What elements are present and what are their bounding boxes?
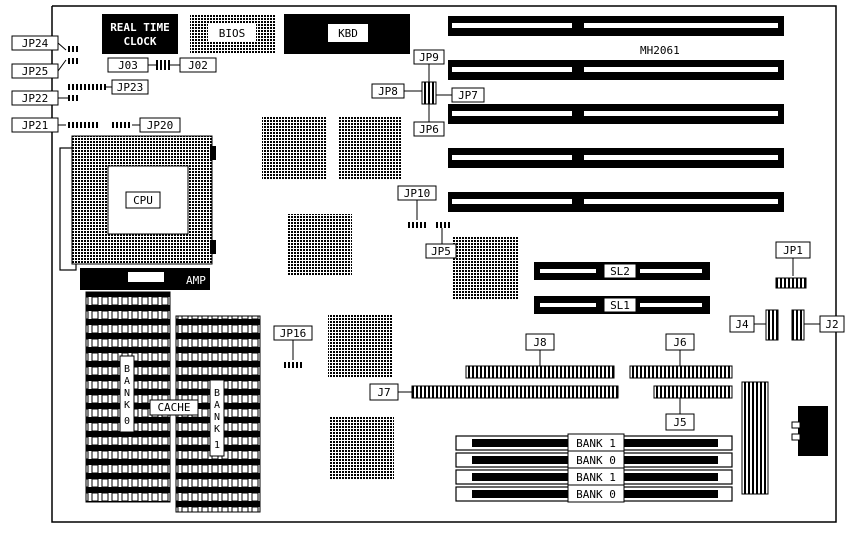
svg-text:JP7: JP7 [458, 89, 478, 102]
connector-j8: J8 [465, 333, 615, 379]
svg-text:A: A [214, 400, 220, 411]
svg-text:JP1: JP1 [783, 244, 803, 257]
svg-text:JP20: JP20 [147, 119, 174, 132]
jumper-jp25: JP25 [11, 58, 80, 79]
svg-text:JP16: JP16 [280, 327, 307, 340]
svg-text:JP23: JP23 [117, 81, 144, 94]
connector-j6: J6 [629, 333, 733, 379]
socket-label: AMP [186, 274, 206, 287]
svg-text:N: N [214, 412, 220, 423]
svg-text:0: 0 [124, 416, 130, 427]
jumper-j03: J03 [107, 57, 170, 73]
svg-text:B: B [214, 388, 220, 399]
svg-text:K: K [214, 424, 220, 435]
cache-label: CACHE [149, 399, 199, 416]
simm-slot-2: BANK 0 [455, 450, 733, 469]
connector-j2: J2 [791, 309, 845, 341]
isa-slot-1 [448, 16, 784, 36]
isa-slot-4 [448, 148, 784, 168]
svg-text:J7: J7 [377, 386, 390, 399]
svg-text:J03: J03 [118, 59, 138, 72]
svg-text:1: 1 [214, 440, 220, 451]
svg-text:K: K [124, 400, 130, 411]
simm-banks: BANK 1 BANK 0 BANK 1 BANK 0 [455, 433, 733, 503]
svg-text:B: B [124, 364, 130, 375]
svg-text:JP22: JP22 [22, 92, 49, 105]
svg-text:JP5: JP5 [431, 245, 451, 258]
rtc-label-1: REAL TIME [110, 21, 170, 34]
jumper-jp1: JP1 [775, 241, 811, 289]
simm-slot-3: BANK 1 [455, 467, 733, 486]
svg-text:JP21: JP21 [22, 119, 49, 132]
svg-text:J02: J02 [188, 59, 208, 72]
jumper-jp10: JP10 [397, 185, 437, 228]
cpu-socket: CPU AMP [59, 135, 216, 290]
cpu-label: CPU [133, 194, 153, 207]
power-connector [741, 381, 828, 495]
kbd-label: KBD [338, 27, 358, 40]
chip-3 [288, 214, 352, 276]
kbd-chip: KBD [284, 14, 410, 54]
svg-text:BANK 1: BANK 1 [576, 437, 616, 450]
chip-1 [262, 116, 326, 180]
isa-slot-5 [448, 192, 784, 212]
svg-text:JP8: JP8 [378, 85, 398, 98]
connector-j4: J4 [729, 309, 779, 341]
jumper-jp5: JP5 [425, 222, 457, 259]
svg-text:N: N [124, 388, 130, 399]
svg-text:J4: J4 [735, 318, 749, 331]
svg-text:SL2: SL2 [610, 265, 630, 278]
isa-slot-2 [448, 60, 784, 80]
chip-2 [338, 116, 402, 180]
svg-text:A: A [124, 376, 130, 387]
svg-text:SL1: SL1 [610, 299, 630, 312]
svg-text:JP10: JP10 [404, 187, 431, 200]
bios-label: BIOS [219, 27, 246, 40]
jumper-jp22: JP22 [11, 90, 80, 106]
svg-text:BANK 0: BANK 0 [576, 454, 616, 467]
real-time-clock-chip: REAL TIME CLOCK [102, 14, 178, 54]
rtc-label-2: CLOCK [123, 35, 156, 48]
isa-slots [448, 16, 784, 212]
isa-slot-3 [448, 104, 784, 124]
chip-5 [328, 314, 392, 378]
svg-text:J5: J5 [673, 416, 686, 429]
svg-text:J8: J8 [533, 336, 546, 349]
svg-text:BANK 1: BANK 1 [576, 471, 616, 484]
svg-text:JP24: JP24 [22, 37, 49, 50]
jumper-jp16: JP16 [273, 325, 313, 368]
slot-sl2: SL2 [534, 262, 710, 280]
chip-4 [452, 236, 518, 300]
board-outline [51, 5, 837, 523]
svg-text:J6: J6 [673, 336, 686, 349]
svg-text:JP25: JP25 [22, 65, 49, 78]
svg-text:CACHE: CACHE [157, 401, 190, 414]
connector-j5: J5 [653, 385, 733, 431]
svg-text:BANK 0: BANK 0 [576, 488, 616, 501]
bios-chip: BIOS [190, 14, 276, 54]
svg-text:JP6: JP6 [419, 123, 439, 136]
chip-6 [330, 416, 394, 480]
slot-sl1: SL1 [534, 296, 710, 314]
jumper-jp20: JP20 [112, 117, 181, 133]
jumper-jp23: JP23 [66, 79, 149, 95]
jumper-j02: J02 [170, 57, 217, 73]
jumper-jp24: JP24 [11, 35, 80, 52]
simm-slot-1: BANK 1 [455, 433, 733, 452]
model-label: MH2061 [640, 44, 680, 57]
svg-text:J2: J2 [825, 318, 838, 331]
simm-slot-4: BANK 0 [455, 484, 733, 503]
svg-text:JP9: JP9 [419, 51, 439, 64]
cache-bank-0: B A N K 0 [85, 291, 171, 503]
jumper-jp21: JP21 [11, 117, 98, 133]
connector-j7: J7 [369, 383, 619, 401]
jumper-cluster-jp6-jp9: JP9 JP8 JP7 JP6 [371, 49, 485, 137]
